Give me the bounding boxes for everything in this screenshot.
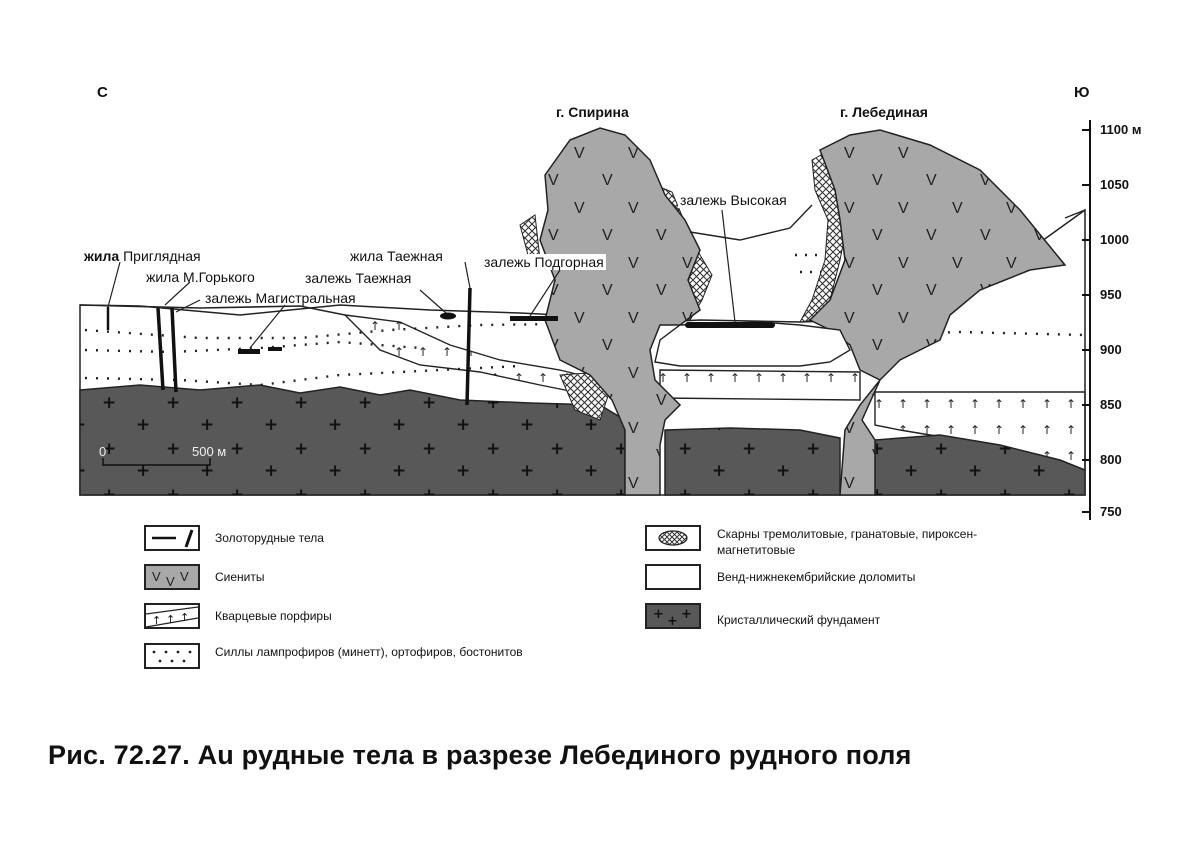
legend-swatch-dolomite (645, 564, 701, 590)
svg-text:V: V (166, 574, 175, 588)
svg-text:+: + (667, 614, 678, 627)
vein-m-gorkogo-1 (156, 307, 165, 391)
svg-text:V: V (180, 569, 189, 584)
dolomite-lens (654, 321, 851, 367)
zhila-name: Приглядная (123, 248, 201, 264)
zhila-taezhnaya-label: жила Таежная (350, 248, 443, 264)
basement-west-pattern (80, 390, 625, 495)
vein-m-gorkogo-2 (170, 307, 178, 393)
figure-caption: Рис. 72.27. Au рудные тела в разрезе Леб… (48, 740, 912, 770)
scale-bar-start-label: 0 (99, 444, 107, 459)
svg-text:↑: ↑ (180, 611, 189, 624)
zalezh-podgornaya-label: залежь Подгорная (482, 254, 606, 270)
legend-text-syenite: Сиениты (215, 570, 265, 584)
legend-text-skarn: Скарны тремолитовые, гранатовые, пироксе… (717, 527, 978, 557)
porphyry-band-central (659, 369, 861, 401)
legend-text-ore: Золоторудные тела (215, 531, 324, 545)
surface-line (79, 304, 346, 316)
legend-swatch-basement: + + + (645, 603, 701, 629)
legend-swatch-sills (144, 643, 200, 669)
peak-spirina-label: г. Спирина (556, 104, 629, 120)
legend-text-porphyry: Кварцевые порфиры (215, 609, 332, 623)
south-direction-label: Ю (1074, 84, 1090, 101)
svg-text:↑: ↑ (166, 613, 175, 626)
upper-contact-east (1064, 209, 1086, 219)
deposit-vysokaya (685, 322, 775, 328)
elevation-tick-1000: 1000 (1100, 232, 1129, 247)
peak-lebedinaya-label: г. Лебединая (840, 104, 928, 120)
svg-text:+: + (653, 607, 664, 622)
legend-swatch-ore (144, 525, 200, 551)
svg-text:↑: ↑ (152, 614, 161, 627)
elevation-tick-800: 800 (1100, 452, 1122, 467)
elevation-tick-1100: 1100 м (1100, 122, 1142, 137)
legend-text-basement: Кристаллический фундамент (717, 613, 881, 627)
north-direction-label: С (97, 84, 108, 101)
zhila-m-gorkogo-label: жила М.Горького (146, 269, 255, 285)
scale-bar-end-label: 500 м (192, 444, 227, 459)
sill-line-2 (84, 340, 421, 354)
legend-swatch-skarn (645, 525, 701, 551)
legend-text-sills: Силлы лампрофиров (минетт), ортофиров, б… (215, 645, 523, 659)
deposit-magistralnaya-2 (268, 347, 282, 351)
zalezh-magistralnaya-label: залежь Магистральная (205, 290, 356, 306)
deposit-podgornaya (510, 316, 558, 321)
elevation-tick-750: 750 (1100, 504, 1122, 519)
legend-swatch-porphyry: ↑ ↑ ↑ (144, 603, 200, 629)
elevation-tick-850: 850 (1100, 397, 1122, 412)
svg-text:+: + (681, 607, 692, 622)
elevation-ticks (1082, 129, 1090, 513)
vysokaya-arc (689, 204, 813, 241)
cross-section-diagram: V V + + ↑ ↑ (79, 120, 1091, 520)
svg-text:V: V (152, 569, 161, 584)
vein-taezhnaya (465, 287, 472, 406)
deposit-magistralnaya (238, 349, 260, 354)
elevation-tick-950: 950 (1100, 287, 1122, 302)
deposit-taezhnaya (440, 312, 456, 320)
elevation-tick-900: 900 (1100, 342, 1122, 357)
legend-swatch-syenite: V V V (144, 564, 200, 590)
zhila-prefix: жила (84, 248, 120, 264)
zalezh-taezhnaya-label: залежь Таежная (305, 270, 412, 286)
zhila-priglyadnaya-label: жила Приглядная (84, 248, 201, 264)
elevation-tick-1050: 1050 (1100, 177, 1129, 192)
legend-text-dolomite: Венд-нижнекембрийские доломиты (717, 570, 916, 584)
zalezh-vysokaya-label: залежь Высокая (678, 192, 789, 208)
